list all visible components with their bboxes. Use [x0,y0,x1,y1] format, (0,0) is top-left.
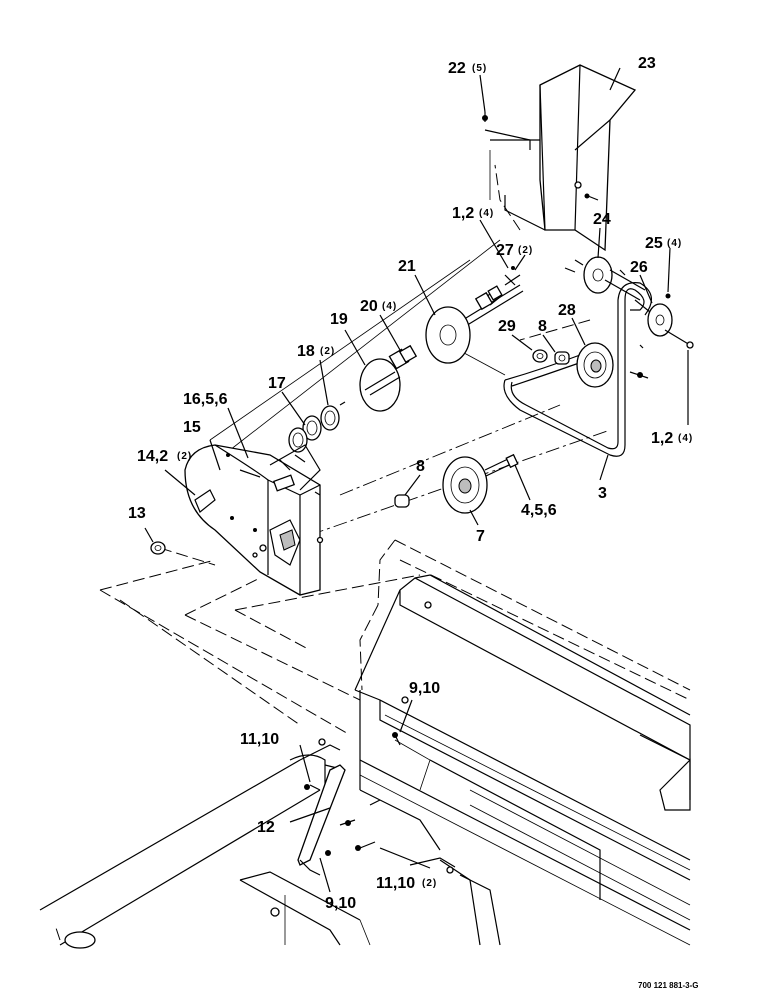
svg-text:24: 24 [593,211,611,228]
callout-8-upper: 8 [538,318,547,335]
svg-text:14,2: 14,2 [137,448,168,465]
svg-text:(5): (5) [472,63,487,74]
svg-text:18: 18 [297,343,315,360]
svg-text:29: 29 [498,318,516,335]
svg-text:(4): (4) [382,301,397,312]
explosion-lines [54,164,611,941]
callout-9-10-upper: 9,10 [409,680,440,697]
callout-18: 18 (2) [297,343,335,360]
callout-14-2: 14,2 (2) [137,448,192,465]
svg-text:9,10: 9,10 [325,895,356,912]
washer-bushing-upper [532,349,570,365]
callout-16-5-6: 16,5,6 [183,391,228,408]
gearbox-housing-15 [184,444,324,596]
svg-text:(4): (4) [667,238,682,249]
svg-text:(4): (4) [479,208,494,219]
callout-12: 12 [257,819,275,836]
callout-11-10-left: 11,10 [240,731,279,748]
svg-text:9,10: 9,10 [409,680,440,697]
callout-3: 3 [598,485,607,502]
callout-23: 23 [638,55,656,72]
svg-text:25: 25 [645,235,663,252]
callout-11-10-bottom: 11,10 (2) [376,875,437,892]
machine-frame [239,539,691,946]
svg-text:(2): (2) [177,451,192,462]
svg-text:11,10: 11,10 [376,875,415,892]
callout-20: 20 (4) [360,298,397,315]
svg-text:21: 21 [398,258,416,275]
callout-1-2-top: 1,2 (4) [452,205,494,222]
svg-text:3: 3 [598,485,607,502]
svg-text:12: 12 [257,819,275,836]
svg-text:13: 13 [128,505,146,522]
callout-8-lower: 8 [416,458,425,475]
svg-text:16,5,6: 16,5,6 [183,391,228,408]
svg-text:1,2: 1,2 [651,430,673,447]
pulley-28 [576,342,614,388]
belt-3 [503,282,652,457]
leader-lines [144,67,689,893]
lower-bracket-assembly [39,732,401,949]
svg-text:8: 8 [538,318,547,335]
svg-text:20: 20 [360,298,378,315]
callout-9-10-lower: 9,10 [325,895,356,912]
svg-text:15: 15 [183,419,201,436]
svg-text:8: 8 [416,458,425,475]
shield-23 [482,64,637,252]
svg-text:(2): (2) [320,346,335,357]
callout-17: 17 [268,375,286,392]
svg-text:4,5,6: 4,5,6 [521,502,557,519]
svg-text:(4): (4) [678,433,693,444]
pulley-7 [394,453,519,514]
svg-text:19: 19 [330,311,348,328]
callout-29: 29 [498,318,516,335]
svg-text:(2): (2) [422,878,437,889]
drawing-code: 700 121 881-3-G [638,981,699,990]
bushing-13 [150,541,166,555]
callout-7: 7 [476,528,485,545]
callout-1-2-right: 1,2 (4) [651,430,693,447]
callout-26: 26 [630,259,648,276]
shaft-assembly [288,266,524,453]
svg-text:26: 26 [630,259,648,276]
svg-text:(2): (2) [518,245,533,256]
callout-15: 15 [183,419,201,436]
callout-22: 22 (5) [448,60,487,77]
svg-text:7: 7 [476,528,485,545]
callout-27: 27 (2) [496,242,533,259]
svg-text:11,10: 11,10 [240,731,279,748]
callout-28: 28 [558,302,576,319]
callouts: 22 (5) 23 1,2 (4) 27 (2) 24 25 (4) 26 21… [128,55,699,990]
svg-text:1,2: 1,2 [452,205,474,222]
pulley-assembly-right [564,256,694,379]
svg-text:28: 28 [558,302,576,319]
callout-21: 21 [398,258,416,275]
callout-19: 19 [330,311,348,328]
callout-24: 24 [593,211,611,228]
callout-25: 25 (4) [645,235,682,252]
svg-text:23: 23 [638,55,656,72]
svg-text:17: 17 [268,375,286,392]
callout-4-5-6: 4,5,6 [521,502,557,519]
callout-13: 13 [128,505,146,522]
svg-text:22: 22 [448,60,466,77]
svg-text:27: 27 [496,242,514,259]
